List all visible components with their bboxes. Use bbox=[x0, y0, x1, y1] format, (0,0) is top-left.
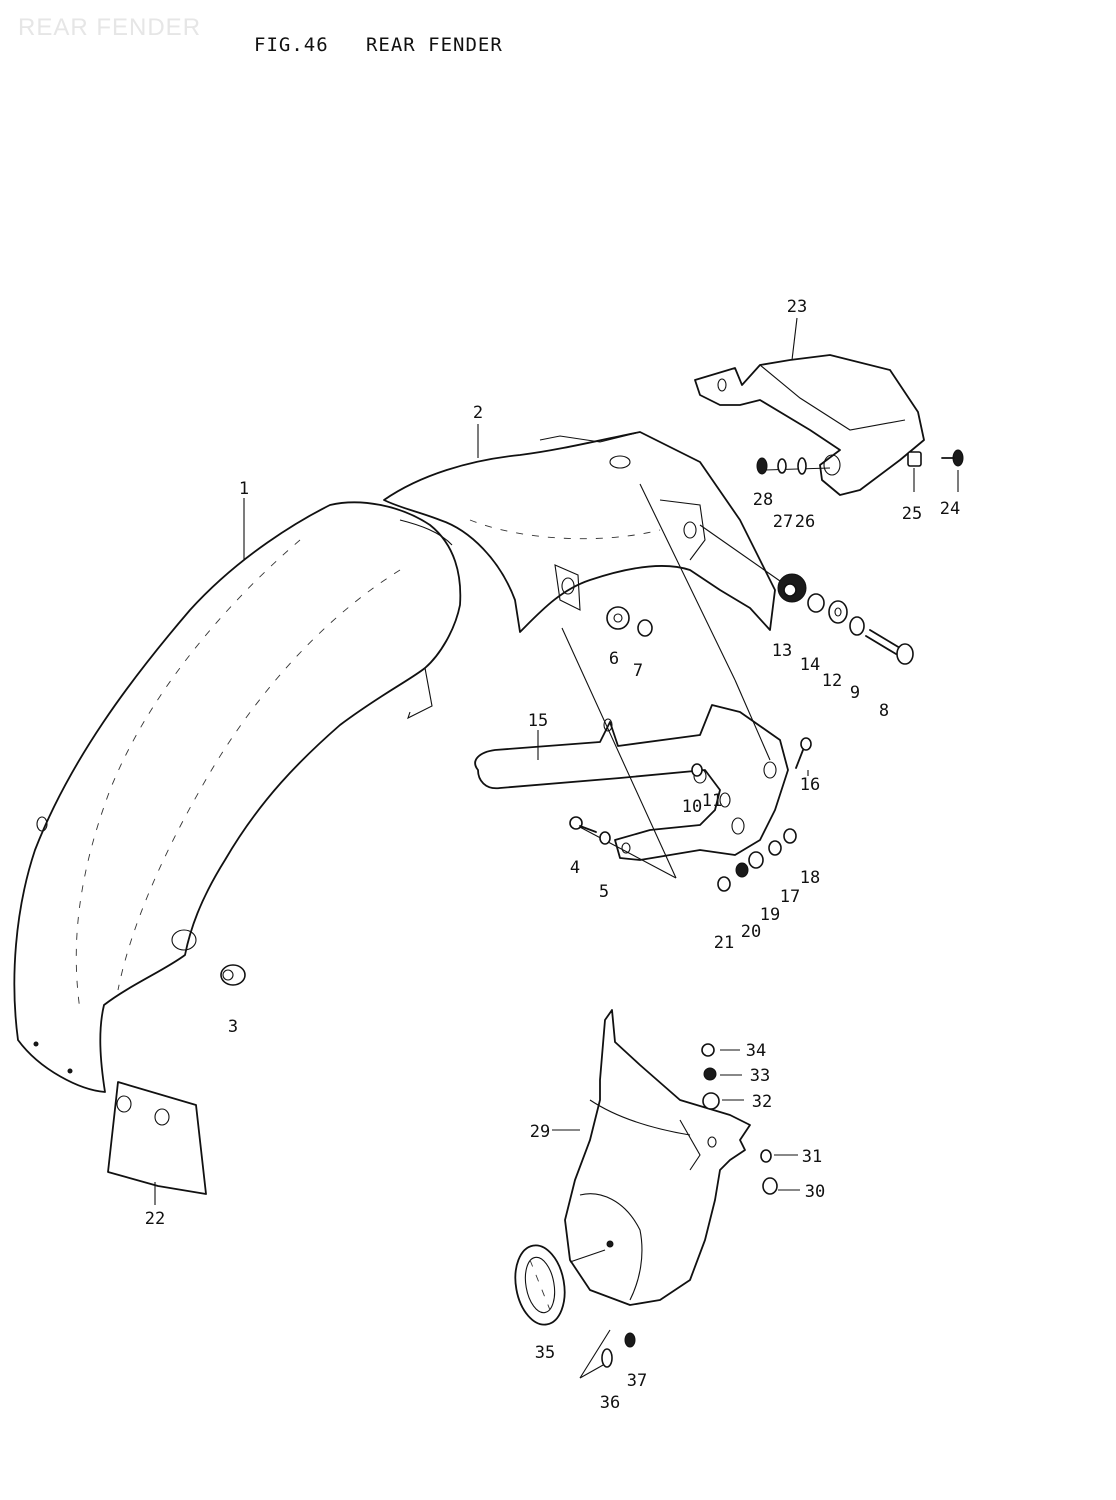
callout-21: 21 bbox=[714, 933, 734, 953]
callout-31: 31 bbox=[802, 1147, 822, 1167]
callout-29: 29 bbox=[530, 1122, 550, 1142]
callout-20: 20 bbox=[741, 922, 761, 942]
callout-15: 15 bbox=[528, 711, 548, 731]
callout-7: 7 bbox=[633, 661, 643, 681]
callout-35: 35 bbox=[535, 1343, 555, 1363]
callout-8: 8 bbox=[879, 701, 889, 721]
callout-33: 33 bbox=[750, 1066, 770, 1086]
callout-5: 5 bbox=[599, 882, 609, 902]
callout-25: 25 bbox=[902, 504, 922, 524]
callout-4: 4 bbox=[570, 858, 580, 878]
rear-cover-23 bbox=[694, 354, 925, 496]
callout-6: 6 bbox=[609, 649, 619, 669]
callout-28: 28 bbox=[753, 490, 773, 510]
callout-17: 17 bbox=[780, 887, 800, 907]
callout-30: 30 bbox=[805, 1182, 825, 1202]
callout-3: 3 bbox=[228, 1017, 238, 1037]
callout-11: 11 bbox=[702, 791, 722, 811]
callout-34: 34 bbox=[746, 1041, 766, 1061]
hardware bbox=[569, 449, 964, 1368]
callout-2: 2 bbox=[473, 403, 483, 423]
license-bracket-29 bbox=[564, 1009, 751, 1306]
callout-12: 12 bbox=[822, 671, 842, 691]
lamp-35 bbox=[514, 1244, 566, 1326]
bracket-15 bbox=[474, 704, 789, 861]
plate-22 bbox=[107, 1081, 207, 1195]
rear-fender-main bbox=[13, 501, 462, 1093]
callout-9: 9 bbox=[850, 683, 860, 703]
watermark: REAR FENDER bbox=[18, 14, 202, 41]
figure-title: FIG.46 REAR FENDER bbox=[254, 34, 503, 56]
callout-37: 37 bbox=[627, 1371, 647, 1391]
callout-24: 24 bbox=[940, 499, 960, 519]
callout-36: 36 bbox=[600, 1393, 620, 1413]
callout-10: 10 bbox=[682, 797, 702, 817]
figure-caption: REAR FENDER bbox=[365, 34, 503, 56]
callout-16: 16 bbox=[800, 775, 820, 795]
cushion-part-3 bbox=[220, 964, 246, 986]
callout-18: 18 bbox=[800, 868, 820, 888]
assembly-lines bbox=[561, 467, 831, 1379]
callout-14: 14 bbox=[800, 655, 820, 675]
callout-1: 1 bbox=[239, 479, 249, 499]
callout-32: 32 bbox=[752, 1092, 772, 1112]
callout-labels: 1 2 3 4 5 6 7 8 9 10 11 12 13 14 15 16 1… bbox=[145, 297, 960, 1413]
callout-27: 27 bbox=[773, 512, 793, 532]
callout-22: 22 bbox=[145, 1209, 165, 1229]
callout-leaders bbox=[154, 317, 959, 1205]
figure-number: FIG.46 bbox=[254, 34, 329, 56]
callout-19: 19 bbox=[760, 905, 780, 925]
callout-26: 26 bbox=[795, 512, 815, 532]
rear-fender-inner bbox=[383, 431, 776, 633]
callout-23: 23 bbox=[787, 297, 807, 317]
callout-13: 13 bbox=[772, 641, 792, 661]
